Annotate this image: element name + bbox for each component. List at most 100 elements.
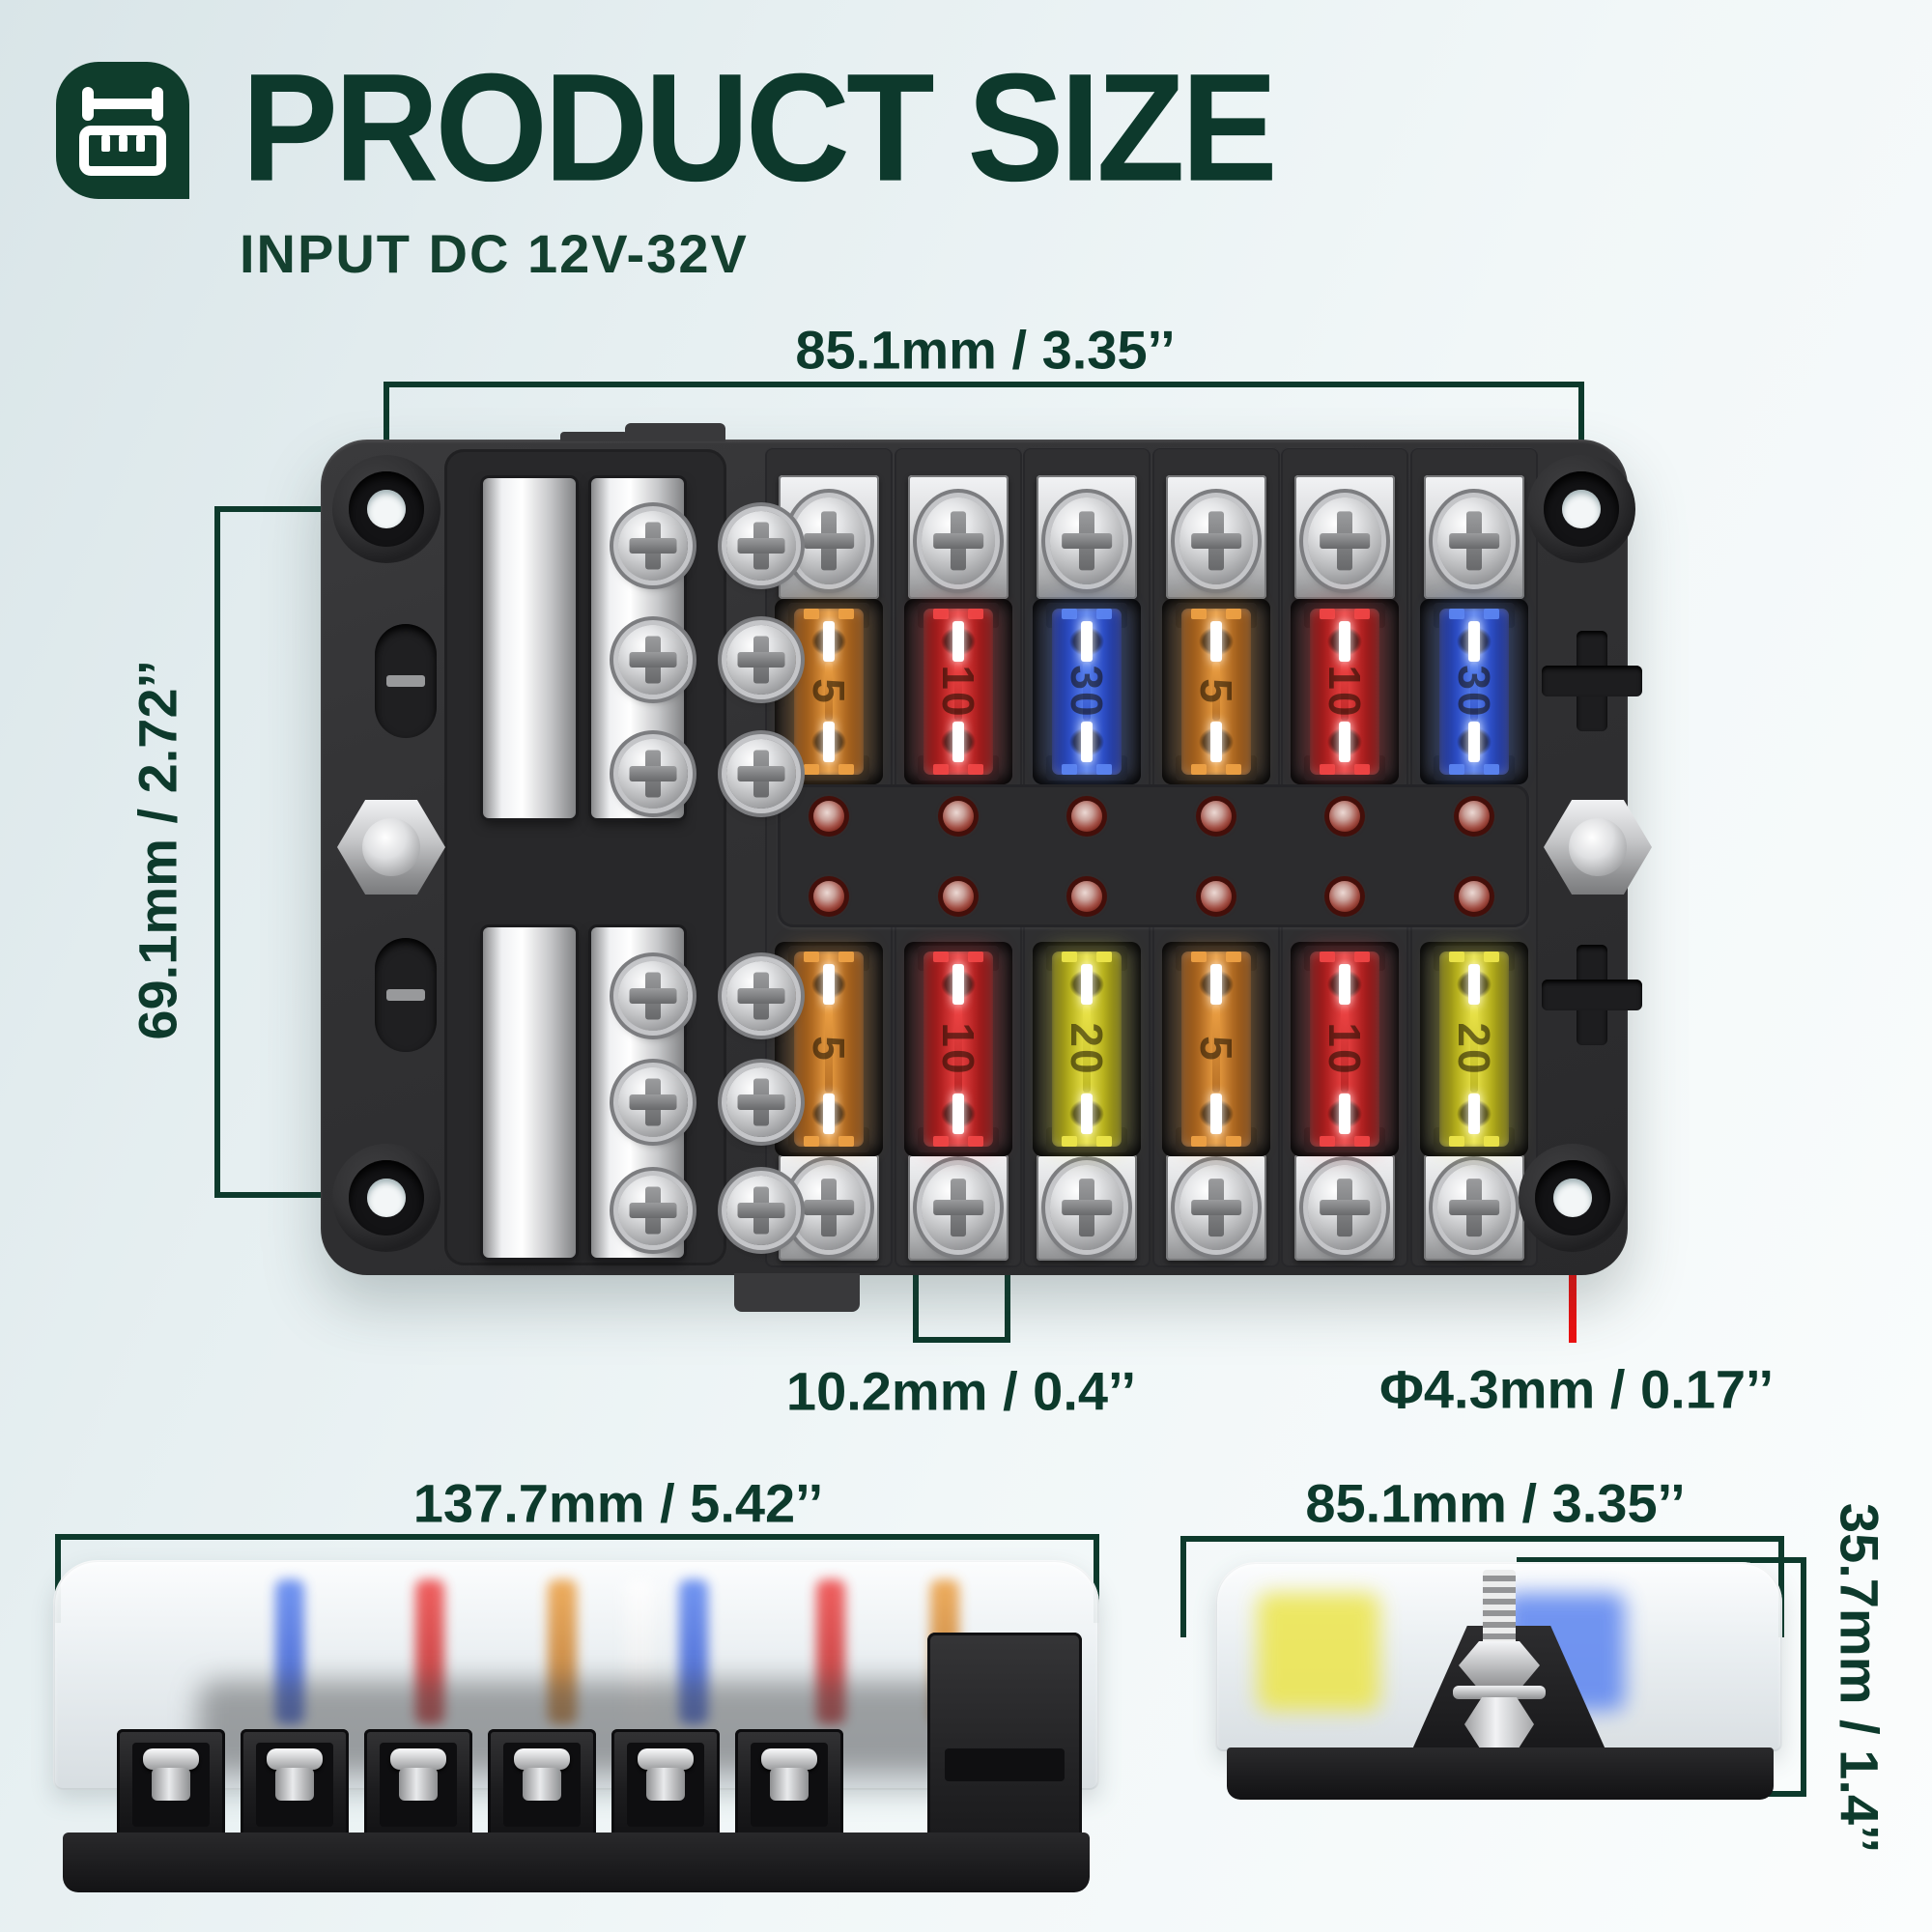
terminal-screw-top: [1179, 497, 1253, 584]
fuse-amp-label: 5: [804, 1036, 854, 1063]
terminal-screw-top: [1050, 497, 1123, 584]
fuse-red: 10: [923, 609, 993, 775]
bus-bar-screw: [618, 1067, 688, 1137]
power-stud-left: [337, 800, 445, 895]
bus-bar-screw: [726, 625, 796, 695]
dim-label-left-height: 69.1mm / 2.72’’: [127, 660, 188, 1040]
dim-label-end-width: 85.1mm / 3.35’’: [1305, 1472, 1686, 1534]
dim-line-end-height: [1801, 1557, 1806, 1797]
fuse-orange: 5: [1181, 952, 1251, 1147]
bus-bar-screw: [618, 1176, 688, 1245]
dim-line-side-right-drop: [1094, 1534, 1099, 1623]
side-terminal-block: [364, 1729, 472, 1840]
dim-label-top-width: 85.1mm / 3.35’’: [795, 319, 1176, 381]
bus-bar-screw: [618, 961, 688, 1031]
fuse-block-top-view: 5 10 30 5: [321, 423, 1652, 1312]
side-terminal-block: [735, 1729, 843, 1840]
bus-bar-screw: [618, 511, 688, 581]
page-title: PRODUCT SIZE: [242, 41, 1278, 213]
fuse-amp-label: 5: [804, 678, 854, 705]
fuse-amp-label: 30: [1449, 665, 1499, 719]
led-indicator: [943, 881, 974, 912]
side-terminal-block: [611, 1729, 720, 1840]
base-side: [63, 1833, 1090, 1892]
fuse-blue: 30: [1052, 609, 1122, 775]
bus-bar-screw: [618, 625, 688, 695]
dim-label-side-width: 137.7mm / 5.42’’: [412, 1472, 824, 1534]
terminal-screw-bottom: [1179, 1165, 1253, 1250]
dim-line-top: [386, 382, 1584, 387]
dim-line-left-bottom-arm: [214, 1192, 386, 1198]
fuse-yellow: 20: [1052, 952, 1122, 1147]
bus-bar-negative-top: [483, 478, 576, 818]
terminal-screw-top: [792, 497, 866, 584]
dim-label-end-height: 35.7mm / 1.4’’: [1829, 1502, 1890, 1854]
terminal-screw-bottom: [1437, 1165, 1511, 1250]
side-terminal-block: [241, 1729, 349, 1840]
dim-line-end-left-drop: [1180, 1536, 1186, 1637]
ruler-icon-glyph: [79, 87, 166, 176]
led-indicator: [1201, 801, 1232, 832]
plus-symbol: [1542, 631, 1642, 731]
terminal-screw-top: [1437, 497, 1511, 584]
bus-bar-negative-bottom: [483, 927, 576, 1258]
fuse-amp-label: 20: [1449, 1022, 1499, 1076]
terminal-screw-top: [922, 497, 995, 584]
led-indicator: [1459, 801, 1490, 832]
led-indicator: [1329, 881, 1360, 912]
led-indicator: [1071, 801, 1102, 832]
stud-threaded-rod: [1483, 1570, 1516, 1645]
dim-bracket-pitch-left: [913, 1258, 919, 1343]
dim-line-left-top-arm: [214, 506, 386, 512]
fuse-amp-label: 30: [1062, 665, 1112, 719]
stud-lower-hex: [1464, 1697, 1534, 1751]
led-indicator: [943, 801, 974, 832]
terminal-screw-bottom: [1308, 1165, 1381, 1250]
fuse-orange: 5: [794, 952, 864, 1147]
stud-washer: [1453, 1686, 1546, 1699]
end-view-fuse-yellow: [1258, 1593, 1379, 1711]
fuse-amp-label: 10: [933, 1022, 983, 1076]
fuse-amp-label: 10: [1320, 665, 1370, 719]
side-terminal-block: [117, 1729, 225, 1840]
bus-bar-screw: [726, 1176, 796, 1245]
side-terminal-block: [488, 1729, 596, 1840]
fuse-block-side-view: [53, 1560, 1099, 1898]
terminal-screw-bottom: [922, 1165, 995, 1250]
bus-bar-screw: [726, 739, 796, 809]
dim-label-mount-hole: Φ4.3mm / 0.17’’: [1378, 1358, 1775, 1420]
fuse-red: 10: [923, 952, 993, 1147]
terminal-screw-top: [1308, 497, 1381, 584]
case-tab: [560, 432, 628, 441]
fuse-red: 10: [1310, 609, 1379, 775]
fuse-amp-label: 20: [1062, 1022, 1112, 1076]
dim-bracket-pitch-bottom: [913, 1337, 1010, 1343]
dim-bracket-pitch-right: [1005, 1258, 1010, 1343]
dim-label-terminal-pitch: 10.2mm / 0.4’’: [785, 1360, 1137, 1422]
case-tab: [625, 423, 725, 441]
led-indicator: [1071, 881, 1102, 912]
fuse-yellow: 20: [1439, 952, 1509, 1147]
mount-hole-bottom-right: [1519, 1144, 1627, 1252]
stud-hex-nut: [1459, 1641, 1540, 1690]
dim-line-side-width: [55, 1534, 1099, 1540]
mount-hole-top-left: [332, 455, 440, 563]
led-indicator: [813, 881, 844, 912]
fuse-orange: 5: [794, 609, 864, 775]
mount-hole-top-right: [1527, 455, 1635, 563]
led-indicator: [1459, 881, 1490, 912]
led-indicator: [1329, 801, 1360, 832]
dim-line-end-height-top-arm: [1517, 1557, 1806, 1563]
input-voltage-label: INPUT DC 12V-32V: [240, 223, 749, 284]
led-indicator: [1201, 881, 1232, 912]
mount-hole-bottom-left: [332, 1144, 440, 1252]
fuse-orange: 5: [1181, 609, 1251, 775]
fuse-block-end-view: [1215, 1562, 1782, 1800]
bus-bar-screw: [726, 961, 796, 1031]
led-indicator: [813, 801, 844, 832]
bus-bar-screw: [726, 1067, 796, 1137]
dim-line-side-left-drop: [55, 1534, 61, 1623]
case-tab: [734, 1273, 860, 1312]
fuse-amp-label: 10: [933, 665, 983, 719]
